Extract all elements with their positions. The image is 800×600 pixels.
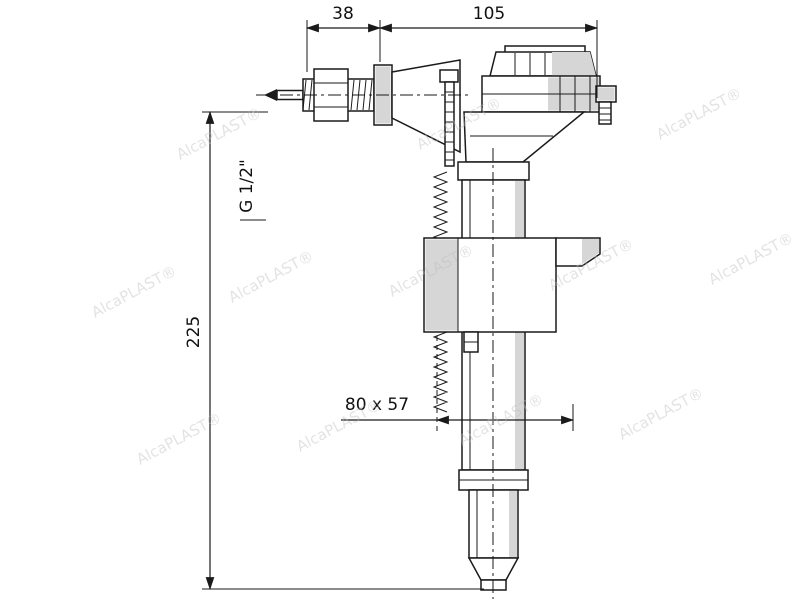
dimension-thread: G 1/2" [237, 159, 266, 221]
dimension-annotations: 38 105 225 G 1/2" 80 x 57 [184, 4, 599, 591]
dimension-105: 105 [378, 4, 599, 98]
watermark-text: AlcaPLAST® [88, 262, 179, 322]
dim-label-38: 38 [332, 4, 354, 24]
watermark-text: AlcaPLAST® [615, 384, 706, 444]
dimension-38: 38 [305, 4, 382, 72]
center-bolt [439, 69, 459, 167]
watermark-text: AlcaPLAST® [653, 84, 744, 144]
centerlines [256, 94, 494, 599]
inlet-cone [391, 59, 461, 154]
watermark-text: AlcaPLAST® [705, 229, 796, 289]
dim-label-225: 225 [184, 316, 204, 348]
adjustment-screw [595, 85, 617, 125]
dimension-225: 225 [184, 110, 484, 591]
dim-label-float: 80 x 57 [345, 395, 409, 415]
watermark-text: AlcaPLAST® [225, 247, 316, 307]
dim-label-105: 105 [473, 4, 505, 24]
valve-head [463, 45, 617, 163]
dimension-float: 80 x 57 [341, 336, 575, 431]
float-cup [423, 237, 601, 353]
dim-label-thread: G 1/2" [237, 159, 257, 213]
watermark-text: AlcaPLAST® [173, 104, 264, 164]
watermark-text: AlcaPLAST® [133, 409, 224, 469]
watermark-text: AlcaPLAST® [293, 396, 384, 456]
